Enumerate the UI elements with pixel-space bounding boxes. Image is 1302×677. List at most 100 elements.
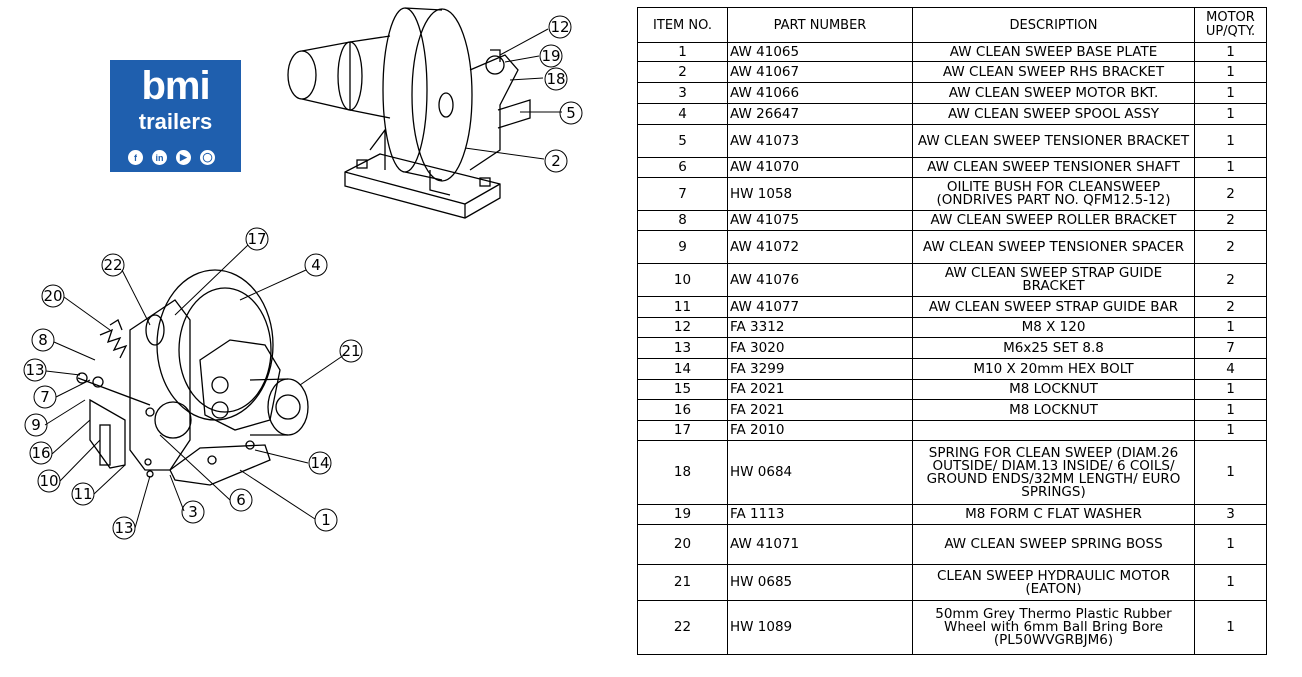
cell-item-no: 1 [637, 42, 728, 62]
bmi-trailers-logo: bmi trailers f in ▶ ◯ [110, 60, 241, 172]
cell-qty: 1 [1194, 524, 1267, 565]
cell-qty: 2 [1194, 263, 1267, 297]
cell-part-number: AW 41077 [727, 296, 913, 318]
callout-20: 20 [43, 287, 62, 305]
cell-part-number: AW 41076 [727, 263, 913, 297]
cell-description: AW CLEAN SWEEP TENSIONER SHAFT [912, 157, 1195, 178]
instagram-icon: ◯ [200, 150, 215, 165]
cell-item-no: 8 [637, 210, 728, 231]
header-motor-qty-line2: UP/QTY. [1205, 24, 1256, 39]
cell-qty: 1 [1194, 103, 1267, 125]
bottom-assembly-drawing [76, 269, 309, 486]
cell-item-no: 22 [637, 600, 728, 655]
cell-description: M8 FORM C FLAT WASHER [912, 504, 1195, 525]
callout-14: 14 [310, 454, 329, 472]
cell-item-no: 19 [637, 504, 728, 525]
cell-description: AW CLEAN SWEEP TENSIONER SPACER [912, 230, 1195, 264]
cell-description: M6x25 SET 8.8 [912, 337, 1195, 359]
cell-part-number: FA 3299 [727, 358, 913, 380]
callout-9: 9 [31, 416, 41, 434]
cell-item-no: 5 [637, 124, 728, 158]
callout-13-bottom: 13 [114, 519, 133, 537]
cell-item-no: 16 [637, 399, 728, 421]
cell-item-no: 14 [637, 358, 728, 380]
cell-part-number: AW 41073 [727, 124, 913, 158]
cell-item-no: 18 [637, 440, 728, 505]
cell-qty: 1 [1194, 61, 1267, 83]
cell-qty: 4 [1194, 358, 1267, 380]
assembly-drawings: 12 19 18 5 2 [23, 7, 583, 540]
callout-4: 4 [311, 256, 321, 274]
cell-item-no: 6 [637, 157, 728, 178]
callout-1: 1 [321, 511, 331, 529]
cell-qty: 1 [1194, 82, 1267, 104]
callout-11: 11 [73, 485, 92, 503]
cell-description: AW CLEAN SWEEP MOTOR BKT. [912, 82, 1195, 104]
cell-part-number: FA 3020 [727, 337, 913, 359]
callout-3: 3 [188, 503, 198, 521]
cell-qty: 2 [1194, 230, 1267, 264]
facebook-icon: f [128, 150, 143, 165]
callout-16: 16 [31, 444, 50, 462]
cell-qty: 1 [1194, 600, 1267, 655]
cell-description: OILITE BUSH FOR CLEANSWEEP (ONDRIVES PAR… [912, 177, 1195, 211]
cell-item-no: 2 [637, 61, 728, 83]
cell-qty: 2 [1194, 210, 1267, 231]
cell-item-no: 10 [637, 263, 728, 297]
cell-part-number: HW 0684 [727, 440, 913, 505]
cell-part-number: FA 1113 [727, 504, 913, 525]
callout-22: 22 [103, 256, 122, 274]
cell-description: M8 X 120 [912, 317, 1195, 338]
cell-description: M8 LOCKNUT [912, 399, 1195, 421]
cell-qty: 7 [1194, 337, 1267, 359]
cell-part-number: HW 1089 [727, 600, 913, 655]
social-icons: f in ▶ ◯ [128, 150, 215, 165]
cell-description: AW CLEAN SWEEP STRAP GUIDE BAR [912, 296, 1195, 318]
callout-18: 18 [546, 70, 565, 88]
header-description: DESCRIPTION [912, 7, 1195, 43]
cell-part-number: AW 41067 [727, 61, 913, 83]
callout-2: 2 [551, 152, 561, 170]
cell-part-number: AW 41066 [727, 82, 913, 104]
cell-qty: 2 [1194, 177, 1267, 211]
cell-qty: 1 [1194, 317, 1267, 338]
cell-item-no: 17 [637, 420, 728, 441]
cell-item-no: 9 [637, 230, 728, 264]
cell-description: AW CLEAN SWEEP BASE PLATE [912, 42, 1195, 62]
callout-13-top: 13 [25, 361, 44, 379]
cell-part-number: HW 0685 [727, 564, 913, 601]
cell-description: AW CLEAN SWEEP RHS BRACKET [912, 61, 1195, 83]
cell-qty: 1 [1194, 564, 1267, 601]
cell-description: 50mm Grey Thermo Plastic Rubber Wheel wi… [912, 600, 1195, 655]
cell-item-no: 21 [637, 564, 728, 601]
bottom-view-callouts [23, 227, 363, 540]
cell-qty: 1 [1194, 124, 1267, 158]
cell-description: M8 LOCKNUT [912, 379, 1195, 400]
cell-part-number: FA 3312 [727, 317, 913, 338]
cell-part-number: AW 41072 [727, 230, 913, 264]
cell-part-number: AW 41075 [727, 210, 913, 231]
callout-17: 17 [247, 230, 266, 248]
cell-description: AW CLEAN SWEEP TENSIONER BRACKET [912, 124, 1195, 158]
cell-description: AW CLEAN SWEEP STRAP GUIDE BRACKET [912, 263, 1195, 297]
cell-part-number: AW 41070 [727, 157, 913, 178]
cell-qty: 2 [1194, 296, 1267, 318]
callout-10: 10 [39, 472, 58, 490]
